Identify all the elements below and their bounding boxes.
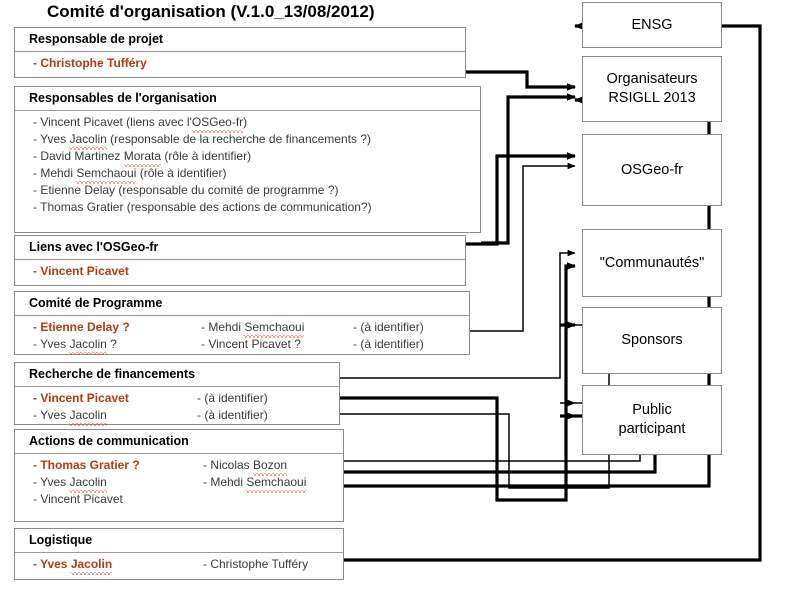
person-row: - Thomas Gratier (responsable des action… bbox=[33, 200, 372, 214]
group-column: - Christophe Tufféry bbox=[185, 556, 308, 573]
person-row: - Vincent Picavet bbox=[33, 492, 123, 506]
group-body: - Thomas Gratier ? - Yves Jacolin - Vinc… bbox=[15, 454, 343, 511]
person-row: - Yves Jacolin (responsable de la recher… bbox=[33, 132, 371, 150]
person-row: - Yves Jacolin bbox=[33, 557, 113, 575]
wire-projet-to-organisateurs bbox=[466, 70, 576, 91]
person-row: - Etienne Delay (responsable du comité d… bbox=[33, 183, 339, 197]
person-row: - (à identifier) bbox=[197, 391, 268, 405]
person-row: - Vincent Picavet bbox=[33, 391, 129, 405]
target-label: Sponsors bbox=[621, 332, 683, 348]
group-body: - Vincent Picavet bbox=[15, 260, 465, 283]
group-column: - Mehdi Semchaoui - Vincent Picavet ? bbox=[183, 319, 335, 353]
group-body: - Etienne Delay ? - Yves Jacolin ? - Meh… bbox=[15, 316, 469, 356]
person-row: - (à identifier) bbox=[353, 320, 424, 334]
person-row: - David Martinez Morata (rôle à identifi… bbox=[33, 149, 252, 167]
group-header: Comité de Programme bbox=[15, 292, 469, 316]
person-row: - Nicolas Bozon bbox=[203, 458, 288, 476]
target-label: "Communautés" bbox=[599, 254, 705, 271]
group-column: - (à identifier) - (à identifier) bbox=[335, 319, 424, 353]
target-box-osgeo-fr[interactable]: OSGeo-fr bbox=[582, 134, 722, 206]
wire-programme-to-osgeofr bbox=[470, 162, 576, 332]
page-title: Comité d'organisation (V.1.0_13/08/2012) bbox=[47, 2, 375, 21]
group-column: - Thomas Gratier ? - Yves Jacolin - Vinc… bbox=[15, 457, 185, 508]
group-column: - (à identifier) - (à identifier) bbox=[179, 390, 268, 424]
group-column: - Nicolas Bozon - Mehdi Semchaoui bbox=[185, 457, 307, 508]
group-header: Recherche de financements bbox=[15, 363, 339, 387]
person-row: - Yves Jacolin bbox=[33, 408, 108, 426]
group-header: Responsables de l'organisation bbox=[15, 87, 480, 111]
person-row: - Vincent Picavet (liens avec l'OSGeo-fr… bbox=[33, 115, 248, 133]
group-logistique[interactable]: Logistique - Yves Jacolin - Christophe T… bbox=[14, 528, 344, 580]
group-header: Logistique bbox=[15, 529, 343, 553]
target-box-communautes[interactable]: "Communautés" bbox=[582, 229, 722, 297]
person-row: - Etienne Delay ? bbox=[33, 320, 130, 334]
person-row: - Mehdi Semchaoui bbox=[203, 475, 307, 493]
person-row: - Vincent Picavet ? bbox=[201, 337, 301, 351]
group-header: Liens avec l'OSGeo-fr bbox=[15, 236, 465, 260]
person-row: - (à identifier) bbox=[353, 337, 424, 351]
person-row: - Yves Jacolin ? bbox=[33, 337, 117, 355]
group-header: Responsable de projet bbox=[15, 28, 465, 52]
group-column: - Etienne Delay ? - Yves Jacolin ? bbox=[15, 319, 183, 355]
group-responsables-de-l-organisation[interactable]: Responsables de l'organisation - Vincent… bbox=[14, 86, 481, 233]
person-row: - Christophe Tufféry bbox=[33, 56, 147, 70]
group-column: - Vincent Picavet - Yves Jacolin bbox=[15, 390, 179, 426]
group-column: - Yves Jacolin bbox=[15, 556, 185, 575]
wire-liens-to-osgeofr bbox=[466, 152, 576, 246]
person-row: - Thomas Gratier ? bbox=[33, 458, 140, 472]
person-row: - (à identifier) bbox=[197, 408, 268, 422]
target-box-sponsors[interactable]: Sponsors bbox=[582, 307, 722, 374]
group-body: - Yves Jacolin - Christophe Tufféry bbox=[15, 553, 343, 576]
person-row: - Vincent Picavet bbox=[33, 264, 129, 278]
wire-organisation-to-organisateurs bbox=[481, 93, 576, 245]
group-comite-de-programme[interactable]: Comité de Programme - Etienne Delay ? - … bbox=[14, 291, 470, 355]
group-recherche-de-financements[interactable]: Recherche de financements - Vincent Pica… bbox=[14, 362, 340, 427]
group-liens-avec-osgeo-fr[interactable]: Liens avec l'OSGeo-fr - Vincent Picavet bbox=[14, 235, 466, 286]
group-body: - Vincent Picavet - Yves Jacolin - (à id… bbox=[15, 387, 339, 427]
person-row: - Mehdi Semchaoui (rôle à identifier) bbox=[33, 166, 227, 184]
group-responsable-de-projet[interactable]: Responsable de projet - Christophe Tuffé… bbox=[14, 27, 466, 78]
person-row: - Yves Jacolin bbox=[33, 475, 108, 493]
person-row: - Christophe Tufféry bbox=[203, 557, 309, 571]
group-header: Actions de communication bbox=[15, 430, 343, 454]
person-row: - Mehdi Semchaoui bbox=[201, 320, 305, 338]
group-body: - Christophe Tufféry bbox=[15, 52, 465, 75]
target-label: ENSG bbox=[631, 16, 673, 33]
target-label: OSGeo-fr bbox=[620, 161, 684, 178]
group-actions-de-communication[interactable]: Actions de communication - Thomas Gratie… bbox=[14, 429, 344, 522]
target-box-ensg[interactable]: ENSG bbox=[582, 2, 722, 48]
group-body: - Vincent Picavet (liens avec l'OSGeo-fr… bbox=[15, 111, 480, 219]
